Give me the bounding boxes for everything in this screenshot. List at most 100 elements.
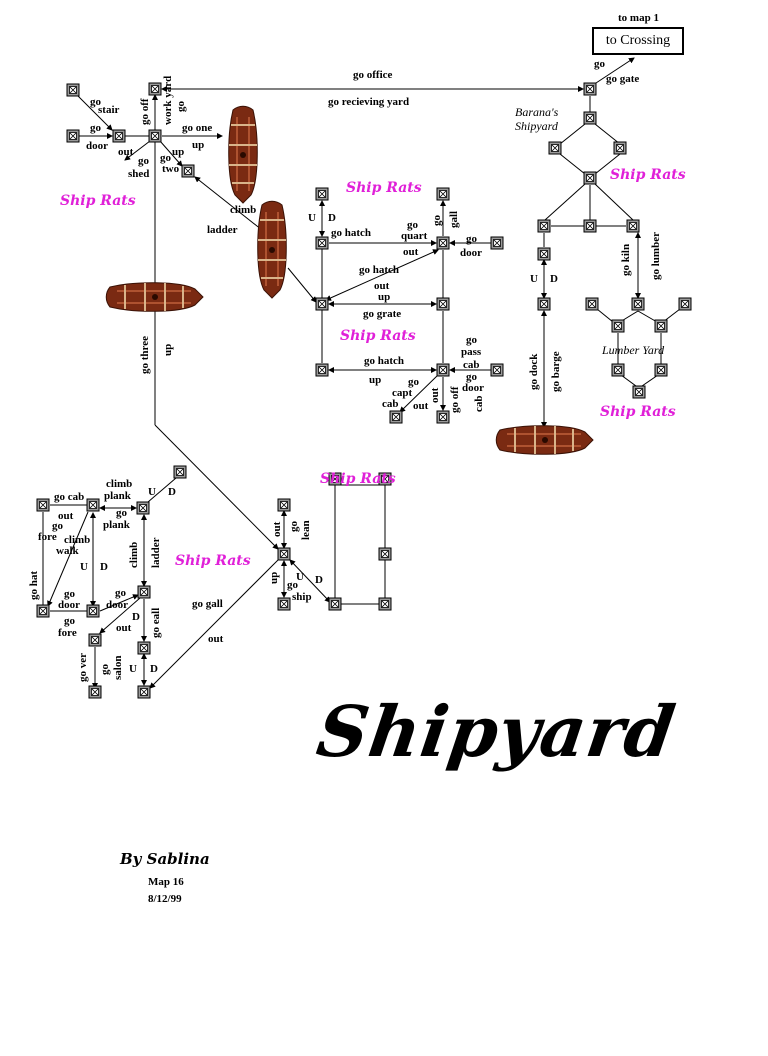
to-map-label: to map 1 [618,12,659,24]
ship-icon [256,200,288,299]
map-number-label: Map 16 [148,876,184,888]
map-title: Shipyard [312,690,681,773]
lumber-yard-label: Lumber Yard [602,343,665,357]
lean-label: lean [300,520,312,540]
up-label: up [192,139,205,151]
down-direction-label: D [550,273,558,285]
ship-rats-label: Ship Rats [600,404,676,420]
down-direction-label: D [315,574,323,586]
up-label: up [268,571,280,584]
go-dock-label: go dock [528,353,540,390]
go-label: go [408,376,419,388]
work-yard-label: work yard [162,75,174,125]
go-hatch-label: go hatch [364,355,405,367]
down-direction-label: D [150,663,158,675]
go-off-label: go off [139,98,151,125]
up-label: up [378,291,391,303]
go-label: go [594,58,605,70]
go-grate-label: go grate [363,308,402,320]
go-label: go [466,371,477,383]
out-label: out [208,633,224,645]
climb-label: climb [64,534,91,546]
fore-label: fore [38,531,57,543]
two-label: two [162,163,180,175]
go-label: go [90,96,101,108]
quart-label: quart [401,230,428,242]
go-label: go [287,579,298,591]
go-label: go [466,334,477,346]
ship-rats-label: Ship Rats [175,553,251,569]
go-eall-label: go eall [150,607,162,638]
gate-label: go gate [606,73,640,85]
go-ver-label: go ver [77,652,89,682]
door-label: door [460,247,482,259]
go-label: go [90,122,101,134]
climb-label: climb [230,204,257,216]
out-label: out [118,146,134,158]
plank-label: plank [104,490,131,502]
out-label: out [429,387,441,403]
up-label: up [369,374,382,386]
go-label: go [64,588,75,600]
up-direction-label: U [530,273,538,285]
out-label: out [403,246,419,258]
go-hatch-label: go hatch [359,264,400,276]
go-office-label: go office [353,69,393,81]
cab-label: cab [463,359,480,371]
pass-label: pass [461,346,482,358]
go-lumber-label: go lumber [650,232,662,280]
go-hatch-label: go hatch [331,227,372,239]
ship-icon [495,424,594,456]
up-direction-label: U [80,561,88,573]
go-one-label: go one [182,122,213,134]
ship-rats-label: Ship Rats [320,471,396,487]
go-label: go [64,615,75,627]
walk-label: walk [56,545,79,557]
fore-label: fore [58,627,77,639]
down-direction-label: D [328,212,336,224]
ship-icon [227,105,259,204]
go-gall-label: go gall [192,598,223,610]
climb-label: climb [128,541,140,568]
go-label: go [288,521,300,532]
out-label: out [271,521,283,537]
cab-label: cab [473,395,485,413]
up-direction-label: U [308,212,316,224]
baranas-shipyard-label: Barana's Shipyard [515,105,559,133]
out-label: out [58,510,74,522]
go-recieving-yard-label: go recieving yard [328,96,410,108]
ladder-label: ladder [150,537,162,568]
ship-rats-label: Ship Rats [610,167,686,183]
climb-label: climb [106,478,133,490]
go-label: go [115,587,126,599]
go-label: go [52,520,63,532]
ship-label: ship [292,591,312,603]
go-off-label: go off [449,386,461,413]
go-three-label: go three [139,336,151,374]
up-direction-label: U [129,663,137,675]
author-label: By Sablina [120,850,210,868]
salon-label: salon [112,655,124,680]
out-label: out [116,622,132,634]
gall-label: gall [448,210,460,228]
ladder-label: ladder [207,224,238,236]
down-direction-label: D [168,486,176,498]
go-hat-label: go hat [28,570,40,600]
out-label: out [374,280,390,292]
go-barge-label: go barge [550,351,562,392]
crossing-exit-box[interactable]: to Crossing [592,27,684,55]
go-label: go [160,152,171,164]
go-label: go [466,233,477,245]
up-direction-label: U [148,486,156,498]
go-label: go [407,219,418,231]
date-label: 8/12/99 [148,893,182,905]
plank-label: plank [103,519,130,531]
out-label: out [413,400,429,412]
go-kiln-label: go kiln [620,243,632,276]
go-label: go [99,664,111,675]
up-label: up [172,146,185,158]
shed-label: shed [128,168,150,180]
door-label: door [86,140,108,152]
